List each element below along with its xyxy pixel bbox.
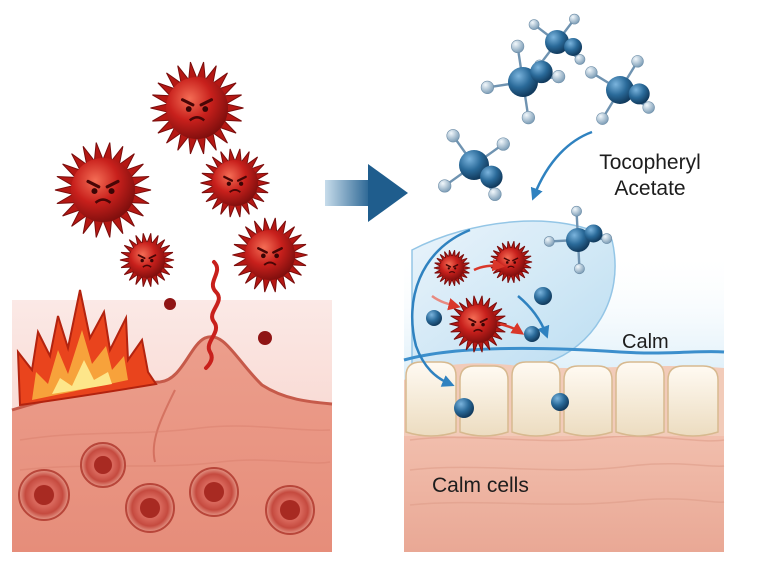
reaction-arrow [517, 295, 550, 339]
free-radical [150, 61, 244, 155]
calm-dermis-texture [409, 435, 725, 506]
reaction-arrow [431, 294, 461, 311]
cell-1 [18, 469, 70, 521]
dermis-texture [19, 425, 331, 471]
right-panel-calm [403, 130, 725, 552]
free-radical [200, 148, 270, 218]
molecule [543, 205, 613, 275]
neutralized-radicals-group [433, 241, 533, 353]
calm-cell [667, 365, 719, 437]
cell-4 [189, 467, 239, 517]
calm-cell [459, 365, 509, 437]
free-radical-neutralizing [449, 295, 507, 353]
calm-cell [615, 361, 665, 437]
calm-cell [563, 365, 613, 437]
cell-2 [80, 442, 126, 488]
cell-5 [265, 485, 315, 535]
calm-cells-label: Calm cells [432, 474, 529, 497]
transition-arrow [325, 164, 408, 222]
tocopheryl-acetate-molecules [438, 13, 655, 275]
inflammation-flame [16, 289, 158, 407]
calm-cell-row [403, 346, 725, 437]
free-radical [54, 142, 152, 238]
delivery-arrow-top [530, 130, 593, 201]
molecule [438, 129, 510, 201]
free-radical-neutralizing [433, 250, 471, 286]
free-radical [119, 233, 175, 287]
delivery-arrow-left [410, 228, 471, 387]
calm-label: Calm [622, 331, 669, 353]
cell-3 [125, 483, 175, 533]
free-radicals-group [54, 61, 308, 293]
calm-cell [405, 361, 457, 437]
particle-dot [164, 298, 176, 310]
particle-dot [258, 331, 272, 345]
compound-label: Tocopheryl Acetate [565, 150, 735, 202]
inflamed-cells [18, 442, 315, 535]
calm-cell [511, 361, 561, 437]
antioxidant-spheres [426, 287, 569, 418]
molecule [585, 55, 655, 125]
molecule [480, 39, 566, 125]
compound-label-line2: Acetate [614, 177, 686, 200]
left-panel-inflamed [11, 61, 333, 552]
reaction-arrow [499, 322, 525, 335]
reaction-arrow [473, 258, 505, 272]
skin-fissure [152, 389, 176, 463]
protective-film-line [403, 346, 725, 362]
free-radical [232, 217, 308, 293]
compound-label-line1: Tocopheryl [599, 151, 701, 174]
inflammation-signal-squiggle [204, 260, 221, 370]
